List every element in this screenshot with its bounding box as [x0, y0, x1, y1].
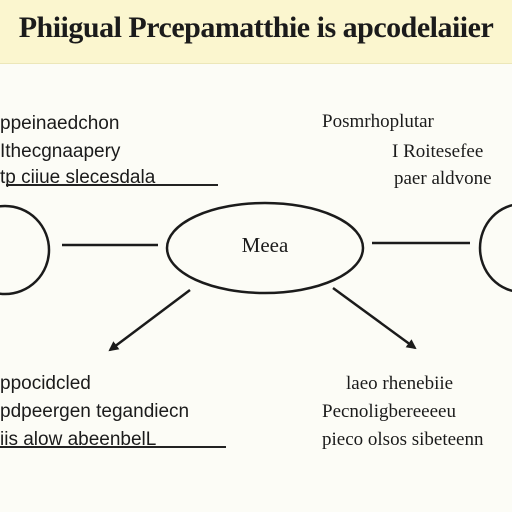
left-node-ellipse	[0, 204, 51, 296]
center-node-ellipse	[165, 201, 365, 295]
arrow-to-bottom-left	[108, 289, 191, 352]
bottom-left-line-2: pdpeergen tegandiecn	[0, 401, 190, 422]
bottom-right-line-1: laeo rhenebiie	[346, 373, 454, 394]
right-block-line-3: paer aldvone	[394, 168, 492, 189]
left-block-underline	[6, 184, 218, 186]
right-node-ellipse	[478, 203, 512, 293]
bottom-left-underline	[0, 446, 226, 448]
bottom-right-line-3: pieco olsos sibeteenn	[322, 429, 484, 450]
diagram-title: Phiigual Prcepamatthie is apcodelaiier	[18, 11, 494, 44]
bottom-right-line-2: Pecnoligbereeeeu	[322, 401, 456, 422]
center-node-label: Meea	[241, 233, 289, 257]
title-banner: Phiigual Prcepamatthie is apcodelaiier	[0, 0, 512, 64]
left-block-line-1: ppeinaedchon	[0, 113, 120, 134]
bottom-left-line-1: ppocidcled	[0, 373, 91, 394]
bottom-left-line-3: iis alow abeenbelL	[0, 429, 157, 450]
right-block-line-1: Posmrhoplutar	[322, 111, 434, 132]
left-block-line-3: tp ciiue slecesdala	[0, 167, 156, 188]
arrow-to-bottom-right	[332, 286, 417, 350]
right-block-line-2: I Roitesefee	[392, 141, 484, 162]
left-block-line-2: Ithecgnaapery	[0, 141, 121, 162]
